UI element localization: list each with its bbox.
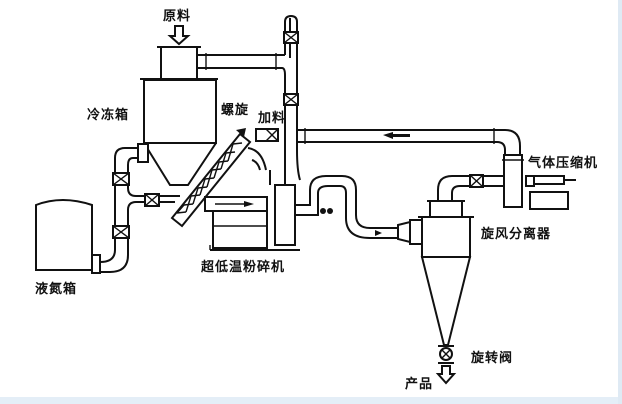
label-ultra-low-temperature-grinder: 超低温粉碎机 [201,260,286,275]
valve-icon [469,174,505,188]
valve-icon [144,193,160,207]
label-liquid-nitrogen-tank: 液氮箱 [35,282,78,297]
valve-icon [283,31,299,44]
screw-conveyor [170,128,252,228]
grinder-inlet-pipes [269,149,301,185]
valve-icon [112,172,130,186]
rotary-valve [438,345,454,364]
raw-material-arrow-icon [167,25,191,46]
label-gas-compressor: 气体压缩机 [528,156,599,171]
cyclone-separator [397,175,474,346]
label-screw: 螺旋 [221,103,250,118]
liquid-nitrogen-tank [35,199,101,274]
gas-compressor [502,154,576,210]
ultra-low-temperature-grinder [204,184,300,251]
label-product: 产品 [405,377,434,392]
frame-right-band [618,0,622,404]
label-feeding: 加料 [258,111,287,126]
label-raw-material: 原料 [163,9,192,24]
nitrogen-feed-pipe [99,143,180,273]
label-rotary-valve: 旋转阀 [471,351,514,366]
feed-hopper [157,46,201,80]
label-freezer-box: 冷冻箱 [87,108,130,123]
label-cyclone-separator: 旋风分离器 [481,227,552,242]
feed-valve [247,128,279,171]
cold-gas-return-pipe [297,128,521,155]
hopper-return-pipe [197,53,285,70]
frame-bottom-band [0,397,622,404]
grinder-outlet-pipe [295,175,398,239]
product-outlet-arrow-icon [435,365,457,385]
valve-icon [112,225,130,239]
freezer-box [140,78,218,186]
valve-icon [283,93,299,106]
